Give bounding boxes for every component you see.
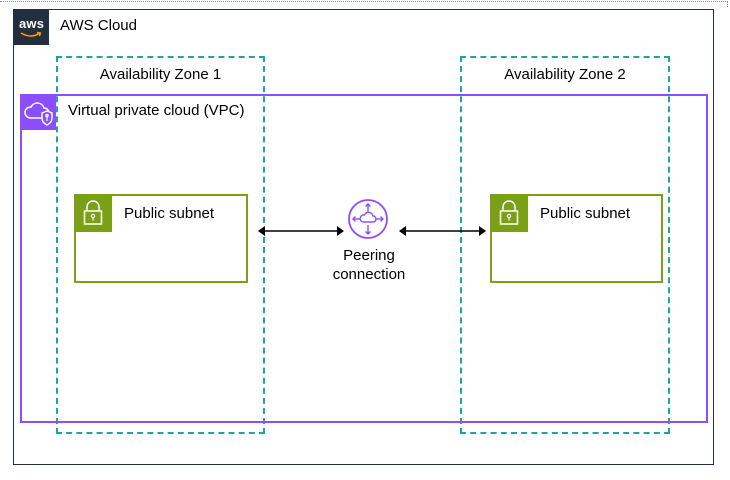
aws-smile-icon	[20, 31, 42, 37]
left-peering-arrow	[258, 226, 344, 236]
availability-zone-2	[460, 56, 670, 434]
peering-label-line2: connection	[332, 266, 406, 283]
availability-zone-2-label: Availability Zone 2	[504, 66, 626, 83]
page-border-top	[0, 1, 728, 2]
peering-connection-label: Peering connection	[318, 246, 420, 284]
aws-cloud-group	[13, 9, 714, 465]
lock-icon	[74, 194, 112, 232]
page-border-right	[727, 1, 728, 7]
aws-cloud-title: AWS Cloud	[60, 17, 137, 34]
public-subnet-1-label: Public subnet	[124, 205, 215, 222]
right-peering-arrow	[399, 226, 486, 236]
aws-logo-text: aws	[19, 16, 45, 31]
vpc-cloud-shield-icon	[20, 94, 56, 130]
aws-logo-icon: aws	[13, 9, 49, 45]
peering-label-line1: Peering	[343, 247, 395, 264]
peering-connection-icon	[347, 198, 389, 245]
public-subnet-2-label: Public subnet	[540, 205, 631, 222]
availability-zone-1-label: Availability Zone 1	[99, 66, 222, 83]
availability-zone-1	[56, 56, 265, 434]
lock-icon	[490, 194, 528, 232]
vpc-group	[20, 94, 708, 423]
vpc-title: Virtual private cloud (VPC)	[68, 102, 245, 119]
